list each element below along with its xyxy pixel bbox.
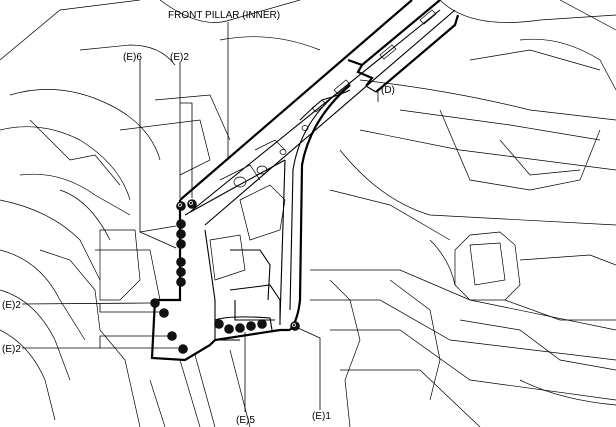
weld-spot	[176, 257, 186, 267]
label-e2-top: (E)2	[170, 52, 189, 63]
weld-spot	[150, 298, 160, 308]
weld-spot	[176, 229, 186, 239]
weld-spot	[176, 277, 186, 287]
weld-spots	[150, 199, 300, 354]
label-e5: (E)5	[236, 415, 255, 426]
label-e1: (E)1	[312, 411, 331, 422]
weld-spot	[167, 331, 177, 341]
weld-spot	[257, 319, 267, 329]
labels: FRONT PILLAR (INNER) (E)6 (E)2 (D) (E)2 …	[2, 10, 395, 426]
weld-spot	[214, 319, 224, 329]
leader-lines	[21, 22, 379, 412]
label-d: (D)	[381, 85, 395, 96]
label-e6: (E)6	[123, 52, 142, 63]
weld-spot	[176, 267, 186, 277]
label-e2-left-upper: (E)2	[2, 300, 21, 311]
weld-spot	[224, 324, 234, 334]
label-e2-left-lower: (E)2	[2, 344, 21, 355]
weld-spot	[178, 344, 188, 354]
label-front-pillar-inner: FRONT PILLAR (INNER)	[168, 10, 280, 21]
weld-spot	[246, 321, 256, 331]
weld-spot	[235, 323, 245, 333]
front-pillar-inner	[150, 0, 460, 362]
weld-spot	[176, 239, 186, 249]
weld-spot	[176, 219, 186, 229]
weld-spot	[159, 308, 169, 318]
